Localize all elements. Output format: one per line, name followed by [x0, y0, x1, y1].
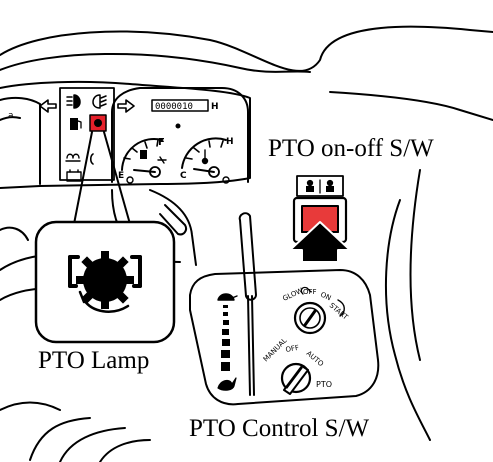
cluster-left-curve [0, 96, 41, 185]
steering-column [149, 189, 197, 266]
fuel-gauge: F E [118, 137, 165, 181]
pto-lamp-label: PTO Lamp [38, 347, 150, 374]
temp-hot-mark: H [226, 137, 234, 147]
hour-meter-unit: H [211, 102, 219, 112]
lamp-callout-line-2 [103, 131, 131, 225]
right-panel-curve [329, 91, 493, 121]
dashboard-inner-line [0, 53, 311, 73]
throttle-speed-scale [217, 293, 238, 391]
warning-lamp-panel [59, 87, 115, 181]
cluster-housing [0, 80, 251, 189]
rabbit-icon [217, 377, 237, 391]
pto-mode-switch[interactable] [280, 362, 312, 395]
steering-wheel-spoke-2 [59, 427, 126, 462]
right-turn-arrow-icon [117, 99, 135, 113]
pto-mode-caption: PTO [316, 380, 332, 389]
key-pos-start: START [328, 301, 350, 321]
hour-meter [151, 99, 209, 112]
start-arrow-icon [337, 299, 345, 317]
rotation-arrow-icon [82, 298, 130, 313]
fuel-full-mark: F [158, 137, 165, 148]
lamp-callout-line-1 [73, 131, 93, 225]
steering-wheel-right [0, 226, 29, 241]
pto-pos-auto: AUTO [305, 349, 326, 368]
lamp-panel-partial-icon [89, 153, 94, 165]
gauge-hood [111, 87, 249, 183]
left-gauge [0, 116, 21, 121]
pto-control-switch-label: PTO Control S/W [189, 415, 370, 442]
fuel-empty-mark: E [118, 171, 124, 181]
column-lever [159, 204, 188, 236]
high-beam-icon [66, 94, 81, 109]
hour-meter-digits: 0000010 [155, 102, 193, 112]
svg-text:a: a [8, 111, 14, 121]
pto-pos-off: OFF [285, 344, 300, 354]
arrow-up-icon [289, 221, 351, 263]
right-side-curve-2 [409, 169, 421, 361]
turtle-icon [217, 293, 238, 301]
steering-wheel-spoke-3 [99, 439, 151, 462]
key-icon [300, 286, 312, 295]
pto-switch-label-icon [306, 179, 334, 194]
lower-console [189, 269, 380, 406]
throttle-lever[interactable] [238, 212, 257, 396]
key-switch[interactable] [293, 286, 345, 335]
temperature-gauge: H C [180, 137, 234, 181]
dashboard-outline [0, 25, 493, 72]
key-pos-on: ON [319, 291, 332, 303]
battery-icon [66, 169, 82, 182]
glow-plug-icon [65, 153, 81, 162]
fuel-pump-icon [70, 118, 82, 130]
pto-lamp-icon [89, 114, 107, 132]
key-pos-off: OFF [303, 288, 317, 296]
cluster-indicator-dot [175, 123, 181, 129]
pto-pos-manual: MANUAL [262, 337, 289, 364]
temp-cold-mark: C [180, 171, 187, 181]
thermometer-icon [201, 149, 209, 165]
steering-wheel-hub [0, 401, 61, 411]
steering-wheel-spoke-1 [29, 417, 91, 461]
right-side-curve [384, 199, 431, 441]
key-pos-glow: GLOW [281, 286, 304, 302]
pto-on-off-switch-label: PTO on-off S/W [268, 135, 434, 162]
fuel-gauge-icon [157, 156, 167, 164]
pto-on-off-switch[interactable] [289, 175, 351, 263]
low-beam-icon [92, 94, 107, 109]
left-turn-arrow-icon [39, 99, 57, 113]
gauge-knob-icon [126, 176, 230, 184]
